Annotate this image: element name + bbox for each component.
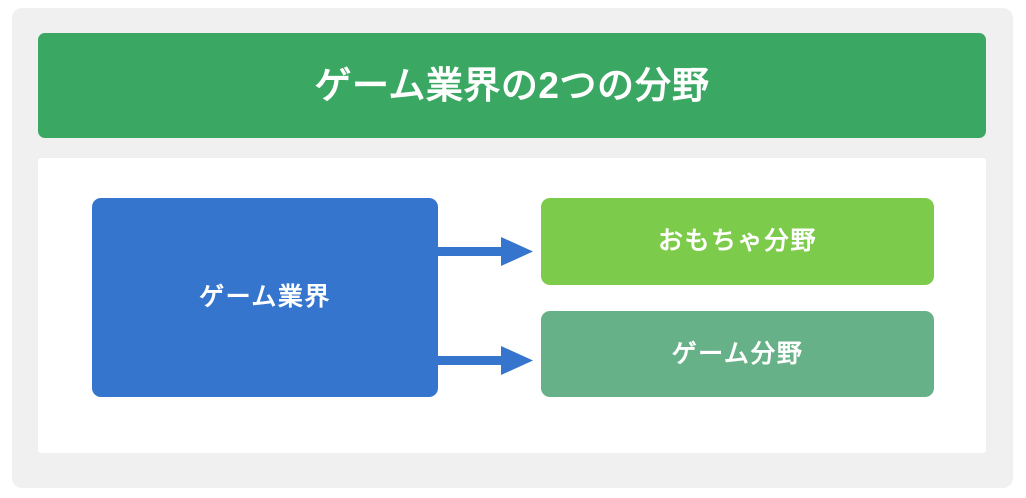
node-toy-field-label: おもちゃ分野 bbox=[657, 227, 817, 255]
node-game-industry-label: ゲーム業界 bbox=[199, 283, 331, 311]
node-game-field-label: ゲーム分野 bbox=[671, 339, 804, 368]
node-game-field[interactable]: ゲーム分野 bbox=[541, 311, 934, 397]
infographic-card: ゲーム業界の2つの分野 ゲーム業界 おもちゃ分野 ゲーム分野 bbox=[12, 8, 1013, 488]
header-banner: ゲーム業界の2つの分野 bbox=[38, 33, 986, 138]
node-toy-field[interactable]: おもちゃ分野 bbox=[541, 198, 934, 285]
node-game-industry[interactable]: ゲーム業界 bbox=[92, 198, 438, 397]
page-title: ゲーム業界の2つの分野 bbox=[314, 65, 710, 106]
diagram-canvas: ゲーム業界 おもちゃ分野 ゲーム分野 bbox=[38, 158, 986, 453]
connector-arrow-toy bbox=[438, 237, 533, 266]
connector-arrow-game bbox=[438, 346, 533, 375]
